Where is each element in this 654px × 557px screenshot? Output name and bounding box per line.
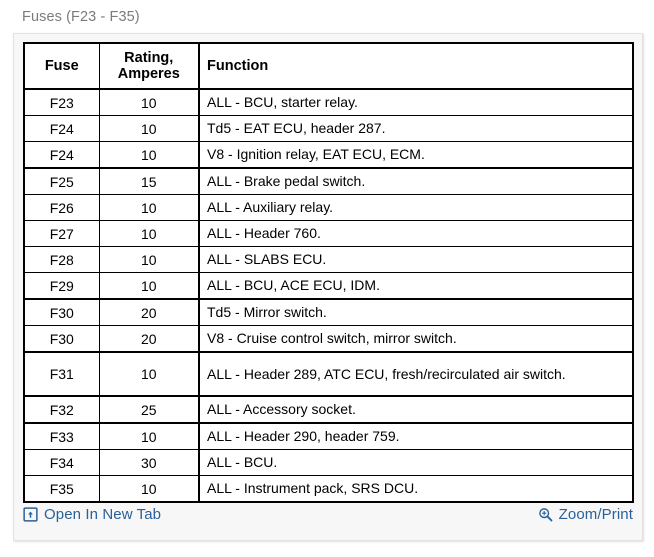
- zoom-print-label: Zoom/Print: [558, 505, 633, 523]
- cell-function: ALL - Auxiliary relay.: [199, 194, 632, 221]
- cell-function: ALL - Header 290, header 759.: [199, 423, 632, 450]
- cell-rating: 10: [99, 246, 200, 273]
- cell-fuse: F26: [25, 194, 100, 221]
- cell-function: Td5 - Mirror switch.: [199, 299, 632, 326]
- cell-function: V8 - Cruise control switch, mirror switc…: [199, 325, 632, 353]
- cell-fuse: F23: [25, 89, 100, 116]
- cell-fuse: F30: [25, 325, 100, 353]
- column-header-fuse: Fuse: [25, 44, 100, 90]
- cell-rating: 10: [99, 194, 200, 221]
- table-row: F24 10 Td5 - EAT ECU, header 287.: [25, 115, 632, 142]
- column-header-rating: Rating, Amperes: [99, 44, 200, 90]
- cell-function: ALL - Header 760.: [199, 220, 632, 247]
- table-row: F29 10 ALL - BCU, ACE ECU, IDM.: [25, 272, 632, 300]
- table-row: F32 25 ALL - Accessory socket.: [25, 396, 632, 424]
- column-header-function: Function: [199, 44, 632, 90]
- cell-rating: 20: [99, 299, 200, 326]
- cell-function: ALL - BCU.: [199, 449, 632, 476]
- cell-function: ALL - BCU, ACE ECU, IDM.: [199, 272, 632, 300]
- table-row: F23 10 ALL - BCU, starter relay.: [25, 89, 632, 116]
- cell-rating: 25: [99, 396, 200, 424]
- open-in-new-tab-icon: [23, 506, 38, 522]
- cell-fuse: F24: [25, 115, 100, 142]
- table-row: F28 10 ALL - SLABS ECU.: [25, 246, 632, 273]
- table-row: F30 20 V8 - Cruise control switch, mirro…: [25, 325, 632, 353]
- cell-rating: 10: [99, 141, 200, 169]
- cell-fuse: F27: [25, 220, 100, 247]
- table-row: F34 30 ALL - BCU.: [25, 449, 632, 476]
- open-in-new-tab-button[interactable]: Open In New Tab: [23, 506, 161, 523]
- cell-fuse: F31: [25, 352, 100, 397]
- cell-fuse: F35: [25, 475, 100, 501]
- zoom-print-button[interactable]: Zoom/Print: [538, 506, 633, 523]
- cell-rating: 10: [99, 220, 200, 247]
- cell-fuse: F28: [25, 246, 100, 273]
- column-header-rating-line1: Rating,: [124, 49, 174, 66]
- cell-rating: 15: [99, 168, 200, 195]
- column-header-rating-line2: Amperes: [117, 66, 180, 82]
- table-row: F24 10 V8 - Ignition relay, EAT ECU, ECM…: [25, 141, 632, 169]
- cell-rating: 20: [99, 325, 200, 353]
- cell-function: ALL - Accessory socket.: [199, 396, 632, 424]
- cell-rating: 30: [99, 449, 200, 476]
- image-viewer-panel: Fuse Rating, Amperes Function F23 10 ALL…: [13, 33, 643, 541]
- table-row: F25 15 ALL - Brake pedal switch.: [25, 168, 632, 195]
- cell-function: ALL - Brake pedal switch.: [199, 168, 632, 195]
- table-head: Fuse Rating, Amperes Function: [25, 44, 632, 90]
- open-in-new-tab-label: Open In New Tab: [44, 505, 162, 523]
- cell-rating: 10: [99, 352, 200, 397]
- cell-function: ALL - BCU, starter relay.: [199, 89, 632, 116]
- table-row: F30 20 Td5 - Mirror switch.: [25, 299, 632, 326]
- cell-rating: 10: [99, 272, 200, 300]
- cell-function: Td5 - EAT ECU, header 287.: [199, 115, 632, 142]
- viewer-footer-toolbar: Open In New Tab Zoom/Print: [23, 497, 633, 531]
- magnifier-plus-icon: [538, 507, 553, 522]
- cell-fuse: F33: [25, 423, 100, 450]
- table-row: F31 10 ALL - Header 289, ATC ECU, fresh/…: [25, 352, 632, 397]
- cell-fuse: F24: [25, 141, 100, 169]
- cell-rating: 10: [99, 423, 200, 450]
- page-title: Fuses (F23 - F35): [22, 9, 140, 25]
- cell-fuse: F29: [25, 272, 100, 300]
- cell-fuse: F32: [25, 396, 100, 424]
- table-row: F26 10 ALL - Auxiliary relay.: [25, 194, 632, 221]
- cell-function: V8 - Ignition relay, EAT ECU, ECM.: [199, 141, 632, 169]
- cell-rating: 10: [99, 475, 200, 501]
- cell-rating: 10: [99, 89, 200, 116]
- table-header-row: Fuse Rating, Amperes Function: [25, 44, 632, 90]
- cell-function: ALL - Header 289, ATC ECU, fresh/recircu…: [199, 352, 632, 397]
- fuse-table-container: Fuse Rating, Amperes Function F23 10 ALL…: [23, 42, 634, 503]
- cell-function: ALL - SLABS ECU.: [199, 246, 632, 273]
- fuse-table: Fuse Rating, Amperes Function F23 10 ALL…: [25, 44, 632, 501]
- table-row: F35 10 ALL - Instrument pack, SRS DCU.: [25, 475, 632, 501]
- cell-fuse: F30: [25, 299, 100, 326]
- table-row: F33 10 ALL - Header 290, header 759.: [25, 423, 632, 450]
- cell-fuse: F34: [25, 449, 100, 476]
- cell-function: ALL - Instrument pack, SRS DCU.: [207, 480, 419, 497]
- cell-rating: 10: [99, 115, 200, 142]
- cell-fuse: F25: [25, 168, 100, 195]
- table-body: F23 10 ALL - BCU, starter relay. F24 10 …: [25, 89, 632, 501]
- table-row: F27 10 ALL - Header 760.: [25, 220, 632, 247]
